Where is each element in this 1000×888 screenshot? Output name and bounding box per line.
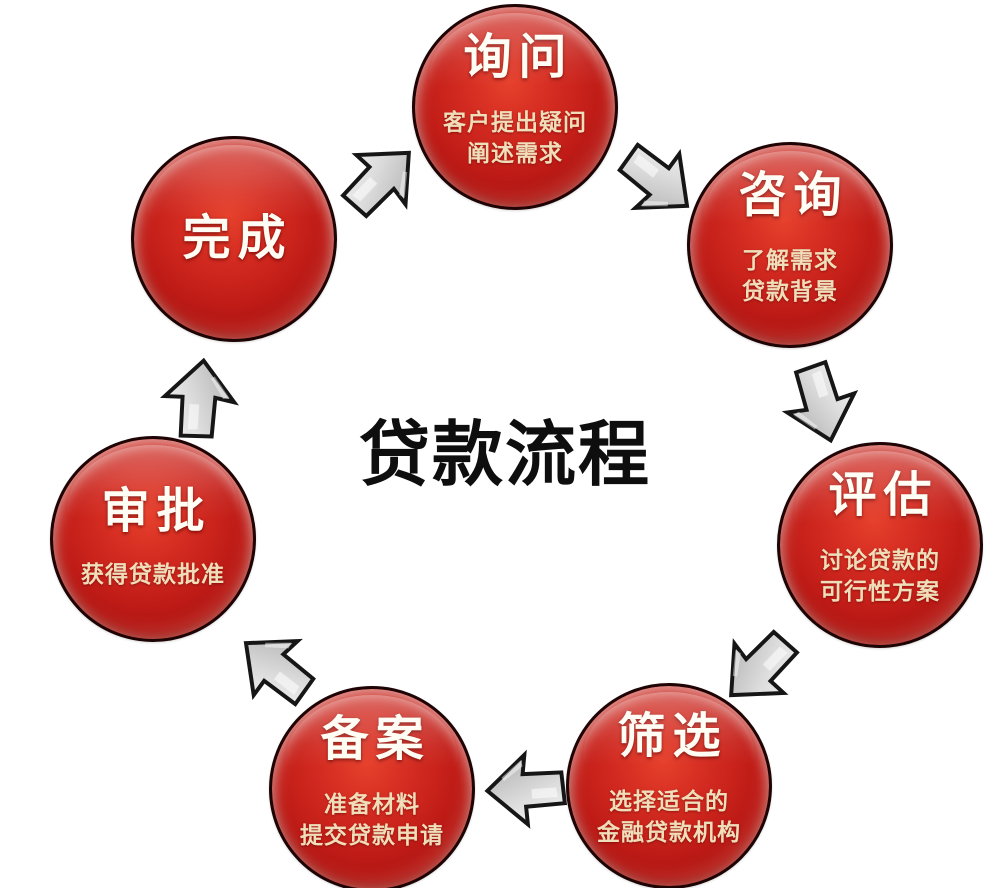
- step-subtitle: 了解需求 贷款背景: [742, 245, 838, 307]
- step-title: 备案: [320, 713, 431, 766]
- step-title: 审批: [101, 485, 212, 538]
- step-subtitle: 准备材料 提交贷款申请: [300, 789, 444, 851]
- arrow-screen-to-record: [485, 752, 567, 827]
- step-subtitle-line: 提交贷款申请: [300, 823, 444, 849]
- step-circle-complete: 完成: [131, 136, 337, 342]
- step-title: 评估: [828, 469, 939, 522]
- step-subtitle: 选择适合的 金融贷款机构: [597, 786, 741, 848]
- step-subtitle-line: 客户提出疑问: [443, 110, 587, 136]
- step-title: 筛选: [617, 710, 728, 763]
- step-subtitle-line: 选择适合的: [609, 789, 729, 815]
- arrow-approve-to-complete: [157, 354, 242, 445]
- step-title: 咨询: [738, 169, 849, 222]
- step-subtitle-line: 金融贷款机构: [597, 820, 741, 846]
- step-circle-screen: 筛选 选择适合的 金融贷款机构: [566, 683, 772, 888]
- step-subtitle: 讨论贷款的 可行性方案: [820, 545, 940, 607]
- step-circle-inquiry: 询问 客户提出疑问 阐述需求: [412, 4, 618, 210]
- step-subtitle-line: 可行性方案: [820, 579, 940, 605]
- step-subtitle-line: 贷款背景: [742, 279, 838, 305]
- arrow-consult-to-evaluate: [776, 355, 866, 451]
- step-subtitle: 客户提出疑问 阐述需求: [443, 107, 587, 169]
- step-subtitle-line: 阐述需求: [467, 141, 563, 167]
- step-circle-approve: 审批 获得贷款批准: [50, 436, 256, 642]
- step-circle-consult: 咨询 了解需求 贷款背景: [687, 142, 893, 348]
- step-subtitle: 获得贷款批准: [81, 559, 225, 590]
- step-subtitle-line: 获得贷款批准: [81, 562, 225, 588]
- step-subtitle-line: 准备材料: [324, 792, 420, 818]
- step-circle-evaluate: 评估 讨论贷款的 可行性方案: [777, 442, 983, 648]
- step-title: 完成: [182, 211, 293, 265]
- step-circle-record: 备案 准备材料 提交贷款申请: [269, 686, 475, 888]
- step-title: 询问: [463, 31, 574, 84]
- step-subtitle-line: 讨论贷款的: [820, 548, 940, 574]
- step-subtitle-line: 了解需求: [742, 248, 838, 274]
- diagram-title: 贷款流程: [358, 417, 651, 495]
